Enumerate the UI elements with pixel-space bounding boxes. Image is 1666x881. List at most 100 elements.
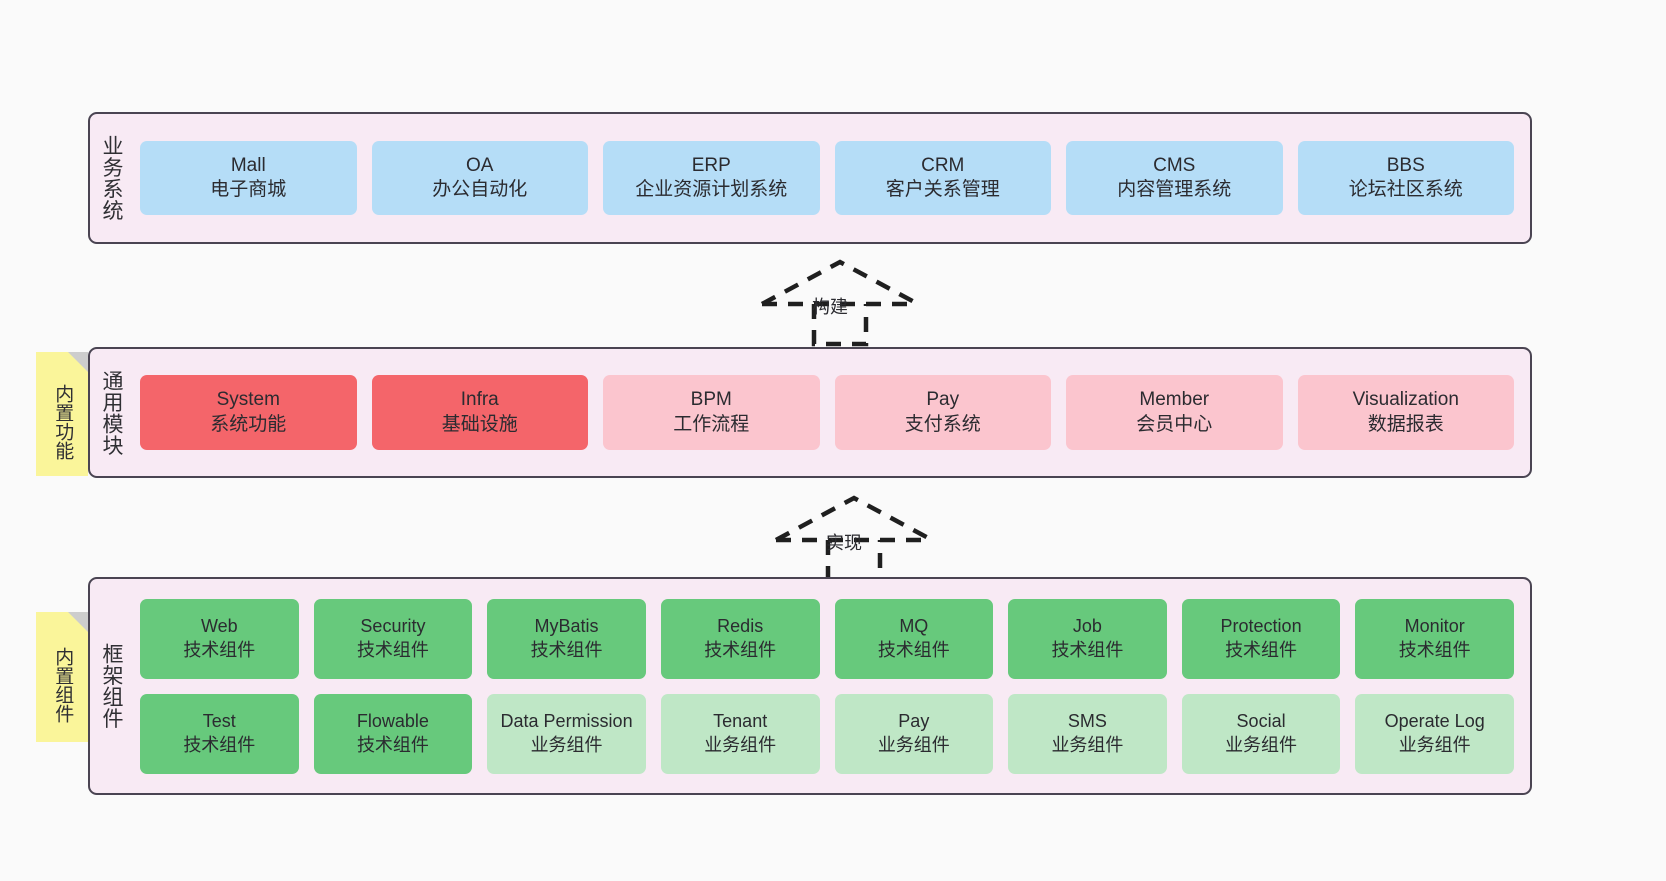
card-title: BBS — [1386, 154, 1425, 176]
connector-label-implement: 实现 — [826, 533, 862, 553]
card-sms[interactable]: SMS 业务组件 — [1008, 693, 1167, 774]
card-member[interactable]: Member 会员中心 — [1066, 375, 1283, 450]
card-visualization[interactable]: Visualization 数据报表 — [1297, 375, 1514, 450]
card-row: System 系统功能 Infra 基础设施 BPM 工作流程 Pay 支付系统… — [140, 375, 1514, 450]
card-title: Pay — [926, 389, 960, 411]
card-title: Member — [1139, 389, 1210, 411]
card-title: MQ — [899, 616, 929, 637]
card-mall[interactable]: Mall 电子商城 — [140, 141, 357, 215]
card-title: Job — [1072, 616, 1102, 637]
card-subtitle: 电子商城 — [210, 179, 287, 200]
card-monitor[interactable]: Monitor 技术组件 — [1355, 598, 1514, 679]
connector-label-build: 构建 — [812, 297, 848, 317]
card-subtitle: 业务组件 — [1398, 734, 1471, 755]
card-subtitle: 技术组件 — [877, 639, 950, 660]
card-row: Web 技术组件 Security 技术组件 MyBatis 技术组件 Redi… — [140, 598, 1514, 679]
card-subtitle: 内容管理系统 — [1117, 179, 1232, 200]
card-title: Pay — [898, 711, 930, 732]
card-test[interactable]: Test 技术组件 — [140, 693, 299, 774]
card-subtitle: 技术组件 — [356, 639, 429, 660]
card-title: Security — [360, 616, 426, 637]
card-row: Mall 电子商城 OA 办公自动化 ERP 企业资源计划系统 CRM 客户关系… — [140, 141, 1514, 215]
card-subtitle: 会员中心 — [1136, 413, 1213, 435]
card-erp[interactable]: ERP 企业资源计划系统 — [603, 141, 820, 215]
card-subtitle: 技术组件 — [1051, 639, 1124, 660]
card-flowable[interactable]: Flowable 技术组件 — [313, 693, 473, 774]
card-data-permission[interactable]: Data Permission 业务组件 — [487, 693, 646, 774]
card-title: Infra — [460, 389, 499, 411]
card-pay-business[interactable]: Pay 业务组件 — [834, 693, 994, 774]
card-title: System — [216, 389, 280, 411]
card-security[interactable]: Security 技术组件 — [313, 598, 473, 679]
layer-body-framework: Web 技术组件 Security 技术组件 MyBatis 技术组件 Redi… — [132, 579, 1530, 793]
card-subtitle: 技术组件 — [356, 734, 429, 755]
card-subtitle: 论坛社区系统 — [1348, 179, 1463, 200]
card-cms[interactable]: CMS 内容管理系统 — [1066, 141, 1283, 215]
card-subtitle: 业务组件 — [704, 734, 777, 755]
card-operate-log[interactable]: Operate Log 业务组件 — [1355, 693, 1514, 774]
card-subtitle: 支付系统 — [904, 413, 981, 435]
card-title: CMS — [1153, 154, 1196, 176]
card-oa[interactable]: OA 办公自动化 — [371, 141, 588, 215]
card-system[interactable]: System 系统功能 — [140, 375, 357, 450]
connector-stem — [811, 304, 869, 347]
card-mq[interactable]: MQ 技术组件 — [834, 598, 994, 679]
card-title: Tenant — [713, 711, 768, 732]
card-title: CRM — [921, 154, 965, 176]
card-subtitle: 办公自动化 — [432, 179, 528, 200]
card-mybatis[interactable]: MyBatis 技术组件 — [487, 598, 646, 679]
card-subtitle: 业务组件 — [877, 734, 950, 755]
card-protection[interactable]: Protection 技术组件 — [1181, 598, 1341, 679]
card-title: BPM — [690, 389, 732, 411]
card-social[interactable]: Social 业务组件 — [1181, 693, 1341, 774]
connector-build: 构建 — [752, 258, 928, 347]
card-crm[interactable]: CRM 客户关系管理 — [834, 141, 1051, 215]
card-bbs[interactable]: BBS 论坛社区系统 — [1297, 141, 1514, 215]
card-subtitle: 技术组件 — [183, 734, 256, 755]
arrowhead-dashed-triangle — [760, 259, 920, 306]
layer-body-business: Mall 电子商城 OA 办公自动化 ERP 企业资源计划系统 CRM 客户关系… — [132, 114, 1530, 242]
card-row: Test 技术组件 Flowable 技术组件 Data Permission … — [140, 693, 1514, 774]
card-title: OA — [466, 154, 494, 176]
layer-business-systems: 业务系统 Mall 电子商城 OA 办公自动化 ERP 企业资源计划系统 CRM… — [88, 112, 1532, 244]
layer-title-common: 通用模块 — [99, 369, 123, 456]
card-title: Web — [200, 616, 238, 637]
card-subtitle: 工作流程 — [673, 413, 750, 435]
card-subtitle: 系统功能 — [210, 413, 287, 435]
card-job[interactable]: Job 技术组件 — [1008, 598, 1167, 679]
card-subtitle: 数据报表 — [1367, 413, 1444, 435]
card-title: Data Permission — [500, 711, 633, 732]
card-infra[interactable]: Infra 基础设施 — [371, 375, 588, 450]
layer-title-framework: 框架组件 — [99, 643, 123, 729]
layer-framework-components: 框架组件 Web 技术组件 Security 技术组件 MyBatis 技术组件… — [88, 577, 1532, 795]
card-subtitle: 技术组件 — [1398, 639, 1471, 660]
layer-body-common: System 系统功能 Infra 基础设施 BPM 工作流程 Pay 支付系统… — [132, 349, 1530, 476]
card-redis[interactable]: Redis 技术组件 — [660, 598, 820, 679]
card-title: Redis — [717, 616, 764, 637]
card-title: Test — [202, 711, 236, 732]
card-title: Monitor — [1404, 616, 1465, 637]
card-subtitle: 技术组件 — [1225, 639, 1298, 660]
card-title: Operate Log — [1384, 711, 1485, 732]
card-subtitle: 业务组件 — [530, 734, 603, 755]
card-title: MyBatis — [534, 616, 599, 637]
sticky-note-builtin-components: 内置组件 — [36, 612, 88, 742]
layer-common-modules: 通用模块 System 系统功能 Infra 基础设施 BPM 工作流程 Pay… — [88, 347, 1532, 478]
sticky-note-builtin-features: 内置功能 — [36, 352, 88, 476]
card-pay[interactable]: Pay 支付系统 — [834, 375, 1051, 450]
card-tenant[interactable]: Tenant 业务组件 — [660, 693, 820, 774]
card-web[interactable]: Web 技术组件 — [140, 598, 299, 679]
layer-title-business: 业务系统 — [99, 135, 123, 221]
card-title: Mall — [230, 154, 266, 176]
card-subtitle: 基础设施 — [441, 413, 518, 435]
card-subtitle: 客户关系管理 — [885, 179, 1000, 200]
card-subtitle: 业务组件 — [1225, 734, 1298, 755]
card-subtitle: 技术组件 — [704, 639, 777, 660]
card-subtitle: 技术组件 — [530, 639, 603, 660]
arrowhead-dashed-triangle — [774, 495, 934, 542]
card-title: Social — [1236, 711, 1286, 732]
card-title: SMS — [1067, 711, 1107, 732]
card-subtitle: 企业资源计划系统 — [635, 179, 788, 200]
card-bpm[interactable]: BPM 工作流程 — [603, 375, 820, 450]
